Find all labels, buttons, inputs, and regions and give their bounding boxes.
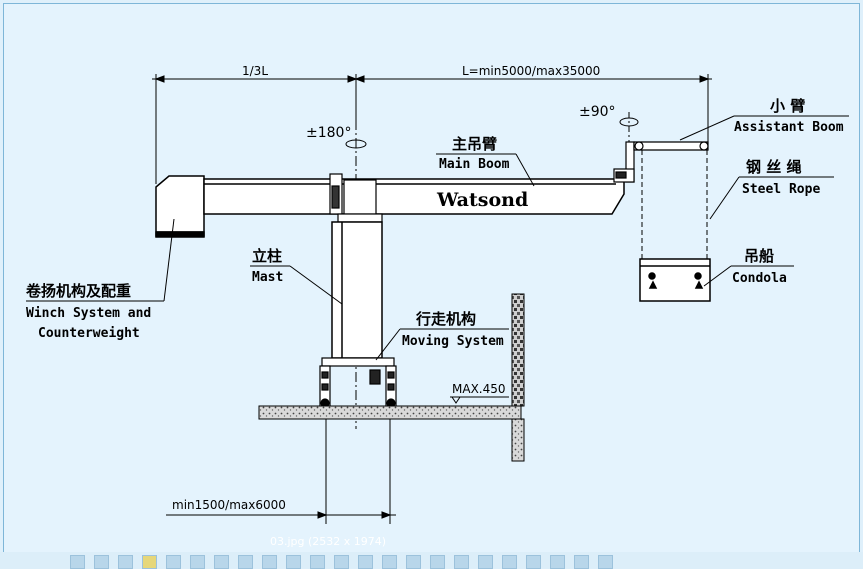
rotation-main-icon	[345, 139, 367, 149]
dim-track-span: min1500/max6000	[172, 498, 286, 512]
label-main-boom-en: Main Boom	[439, 157, 510, 172]
dim-boom-length: L=min5000/max35000	[462, 64, 600, 78]
thumbnail[interactable]	[334, 555, 349, 569]
thumbnail-strip	[0, 552, 863, 569]
thumbnail[interactable]	[190, 555, 205, 569]
thumbnail[interactable]	[502, 555, 517, 569]
thumbnail[interactable]	[214, 555, 229, 569]
thumbnail[interactable]	[262, 555, 277, 569]
thumbnail[interactable]	[358, 555, 373, 569]
thumbnail[interactable]	[238, 555, 253, 569]
label-assistant-boom-en: Assistant Boom	[734, 120, 844, 135]
diagram-frame: 1/3L L=min5000/max35000 ±180° Watsond	[3, 3, 860, 553]
main-boom	[203, 178, 625, 215]
image-caption: 03.jpg (2532 x 1974)	[270, 535, 387, 548]
label-steel-rope-en: Steel Rope	[742, 182, 820, 197]
thumbnail[interactable]	[406, 555, 421, 569]
mast	[331, 221, 383, 359]
moving-system	[319, 357, 397, 409]
thumbnail[interactable]	[454, 555, 469, 569]
dim-counterweight-span: 1/3L	[242, 64, 268, 78]
gondola-crane-diagram: 1/3L L=min5000/max35000 ±180° Watsond	[25, 64, 849, 524]
label-winch-cn: 卷扬机构及配重	[25, 282, 131, 300]
dimension-bottom	[166, 419, 396, 524]
label-moving-system-cn: 行走机构	[415, 310, 476, 328]
thumbnail[interactable]	[526, 555, 541, 569]
label-mast-en: Mast	[252, 270, 283, 285]
thumbnail[interactable]	[142, 555, 157, 569]
dimension-top	[152, 74, 712, 184]
parapet-wall	[511, 293, 525, 407]
label-main-boom-cn: 主吊臂	[452, 135, 497, 153]
wall-lower	[511, 418, 525, 462]
thumbnail[interactable]	[430, 555, 445, 569]
thumbnail[interactable]	[70, 555, 85, 569]
label-winch-en-line1: Winch System and	[26, 306, 151, 321]
label-gondola-cn: 吊船	[744, 247, 774, 265]
gondola	[639, 258, 711, 302]
label-steel-rope-cn: 钢 丝 绳	[746, 158, 801, 176]
brand-label: Watsond	[436, 189, 528, 211]
label-winch-en-line2: Counterweight	[38, 326, 140, 341]
thumbnail[interactable]	[310, 555, 325, 569]
thumbnail[interactable]	[286, 555, 301, 569]
label-gondola-en: Condola	[732, 271, 787, 286]
rotation-main-label: ±180°	[306, 125, 351, 141]
slewing-head	[329, 173, 383, 223]
assistant-boom	[613, 141, 709, 183]
thumbnail[interactable]	[166, 555, 181, 569]
thumbnail[interactable]	[598, 555, 613, 569]
label-assistant-boom-cn: 小 臂	[770, 97, 805, 115]
thumbnail[interactable]	[118, 555, 133, 569]
thumbnail[interactable]	[382, 555, 397, 569]
thumbnail[interactable]	[94, 555, 109, 569]
thumbnail[interactable]	[574, 555, 589, 569]
thumbnail[interactable]	[550, 555, 565, 569]
dim-max-height: MAX.450	[452, 382, 506, 396]
counterweight-box	[155, 175, 205, 238]
label-moving-system-en: Moving System	[402, 334, 504, 349]
rotation-assistant-label: ±90°	[579, 104, 616, 120]
roof-slab	[258, 405, 522, 420]
thumbnail[interactable]	[478, 555, 493, 569]
label-mast-cn: 立柱	[252, 247, 282, 265]
